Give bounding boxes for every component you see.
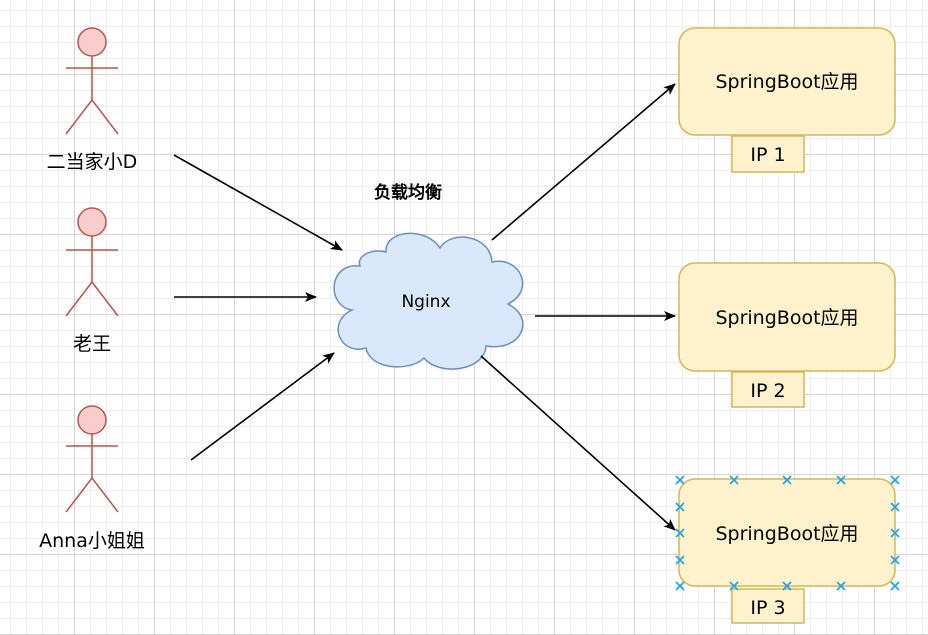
user-actor-1[interactable]: 二当家小D: [47, 27, 138, 173]
ip-label: IP 2: [750, 380, 785, 402]
selection-handles: [675, 475, 900, 591]
ip-tag: [731, 135, 805, 173]
resize-handle-icon[interactable]: [836, 581, 846, 591]
forward-arrow-1[interactable]: [491, 83, 676, 241]
resize-handle-icon[interactable]: [675, 502, 685, 512]
user-label: 二当家小D: [47, 151, 138, 173]
nginx-label: Nginx: [401, 292, 450, 312]
ip-label: IP 1: [750, 144, 785, 166]
user-label: Anna小姐姐: [39, 530, 145, 552]
resize-handle-icon[interactable]: [675, 475, 685, 485]
resize-handle-icon[interactable]: [890, 555, 900, 565]
server-label: SpringBoot应用: [715, 307, 858, 329]
server-node-1[interactable]: IP 1 SpringBoot应用: [678, 27, 896, 173]
resize-handle-icon[interactable]: [675, 581, 685, 591]
person-icon: [65, 207, 119, 317]
user-actor-3[interactable]: Anna小姐姐: [39, 405, 145, 552]
nginx-cloud[interactable]: Nginx: [333, 232, 524, 370]
server-label: SpringBoot应用: [715, 71, 858, 93]
resize-handle-icon[interactable]: [675, 528, 685, 538]
server-node-2[interactable]: IP 2 SpringBoot应用: [678, 262, 896, 408]
person-icon: [65, 405, 119, 513]
resize-handle-icon[interactable]: [890, 502, 900, 512]
person-icon: [65, 27, 119, 135]
cloud-icon: [333, 232, 524, 370]
server-label: SpringBoot应用: [715, 523, 858, 545]
resize-handle-icon[interactable]: [729, 475, 739, 485]
resize-handle-icon[interactable]: [890, 581, 900, 591]
resize-handle-icon[interactable]: [675, 555, 685, 565]
server-node-3[interactable]: IP 3 SpringBoot应用: [675, 475, 900, 624]
resize-handle-icon[interactable]: [890, 528, 900, 538]
request-arrow-3[interactable]: [190, 352, 335, 461]
resize-handle-icon[interactable]: [890, 475, 900, 485]
ip-label: IP 3: [750, 597, 785, 619]
ip-tag: [731, 371, 805, 408]
request-arrow-1[interactable]: [173, 154, 343, 251]
resize-handle-icon[interactable]: [782, 475, 792, 485]
user-label: 老王: [73, 333, 111, 355]
ip-tag: [731, 588, 805, 624]
resize-handle-icon[interactable]: [782, 581, 792, 591]
resize-handle-icon[interactable]: [836, 475, 846, 485]
user-actor-2[interactable]: 老王: [65, 207, 119, 355]
forward-arrow-3[interactable]: [480, 355, 676, 531]
server-box: [678, 262, 896, 372]
resize-handle-icon[interactable]: [729, 581, 739, 591]
server-box: [678, 27, 896, 136]
diagram-title: 负载均衡: [374, 182, 442, 203]
